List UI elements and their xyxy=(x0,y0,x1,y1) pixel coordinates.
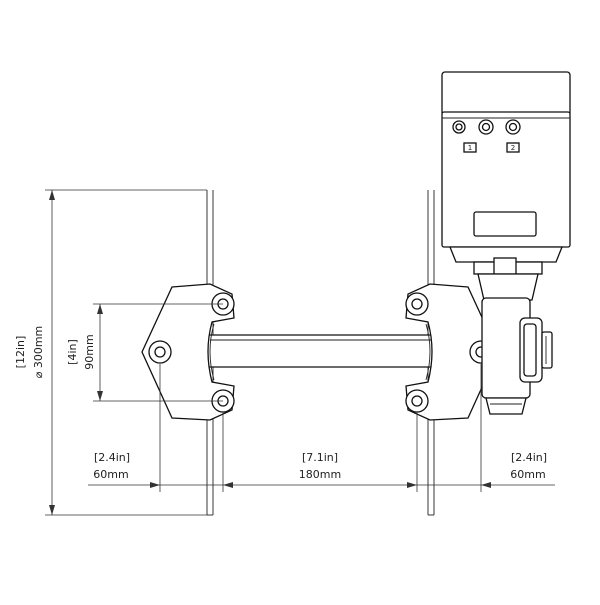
dimension-horizontal xyxy=(88,364,555,492)
dimension-center-span: [7.1in] 180mm xyxy=(299,451,341,481)
bolt-right-top xyxy=(405,292,429,316)
crossbar xyxy=(204,334,438,368)
svg-text:[7.1in]: [7.1in] xyxy=(302,451,338,464)
bolt-left-middle xyxy=(148,340,172,364)
diameter-imperial: 12in xyxy=(14,340,27,364)
center-span-imperial: 7.1in xyxy=(306,451,334,464)
motor-ports: 1 2 xyxy=(452,119,521,153)
bolt-right-bottom xyxy=(405,389,429,413)
svg-text:[12in]: [12in] xyxy=(14,336,27,369)
gearbox xyxy=(473,257,543,415)
right-span-metric: 60mm xyxy=(510,468,545,481)
svg-text:[4in]: [4in] xyxy=(66,339,79,365)
svg-text:[2.4in]: [2.4in] xyxy=(511,451,547,464)
motor-housing xyxy=(441,71,571,263)
right-span-imperial: 2.4in xyxy=(515,451,543,464)
height-imperial: 4in xyxy=(66,343,79,360)
diameter-symbol: ⌀ xyxy=(32,371,45,378)
side-knob xyxy=(519,317,553,383)
left-span-metric: 60mm xyxy=(93,468,128,481)
height-metric: 90mm xyxy=(83,334,96,369)
clamp-left xyxy=(141,283,235,421)
center-span-metric: 180mm xyxy=(299,468,341,481)
dimension-right-span: [2.4in] 60mm xyxy=(510,451,547,481)
dimension-diameter: [12in] ⌀ 300mm xyxy=(14,189,207,516)
port-label-2: 2 xyxy=(511,144,515,152)
clamp-right xyxy=(405,283,499,421)
dimension-left-span: [2.4in] 60mm xyxy=(93,451,130,481)
svg-text:⌀ 300mm: ⌀ 300mm xyxy=(32,326,45,379)
diameter-metric: 300mm xyxy=(32,326,45,368)
dimension-height: [4in] 90mm xyxy=(66,303,223,402)
svg-text:[2.4in]: [2.4in] xyxy=(94,451,130,464)
port-label-1: 1 xyxy=(468,144,472,152)
left-span-imperial: 2.4in xyxy=(98,451,126,464)
